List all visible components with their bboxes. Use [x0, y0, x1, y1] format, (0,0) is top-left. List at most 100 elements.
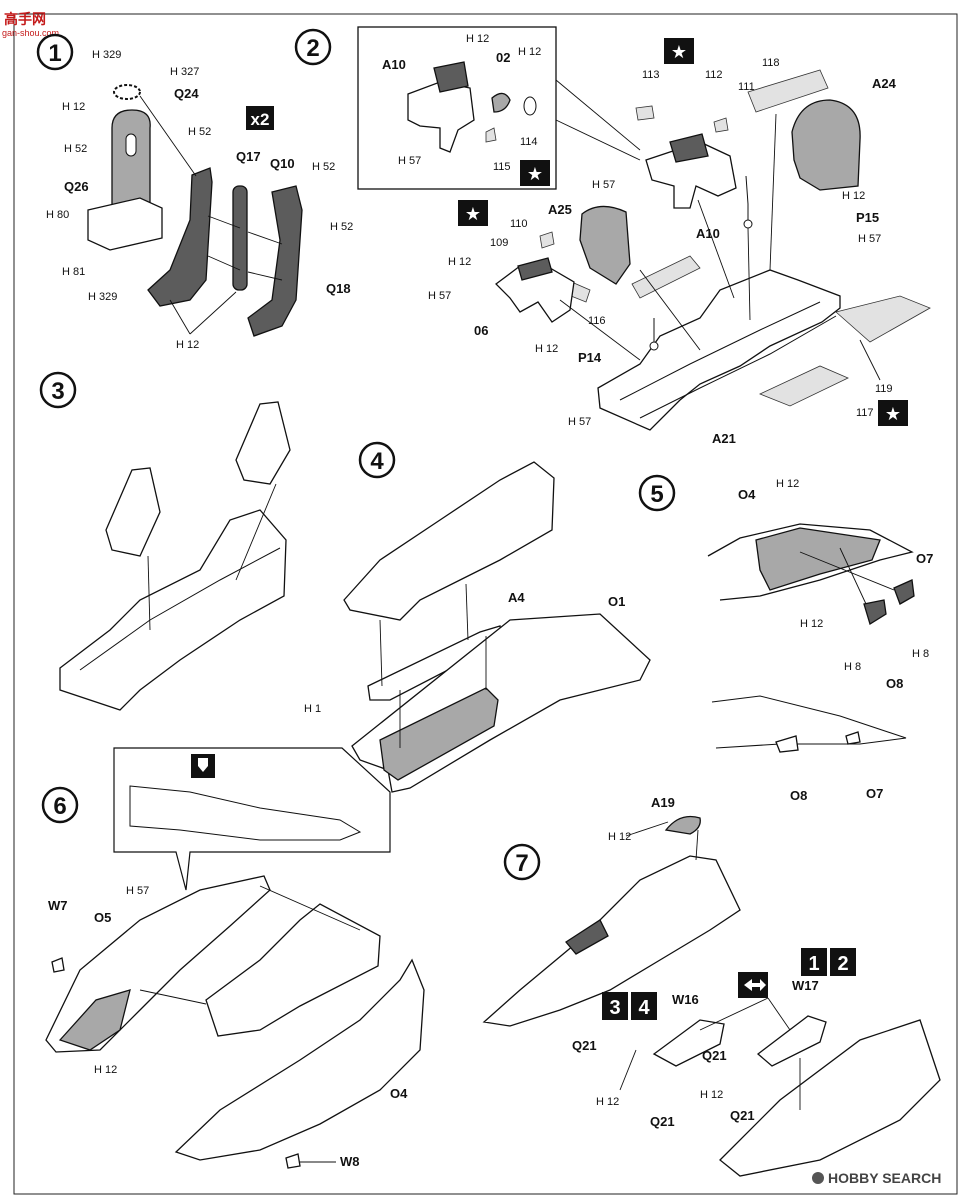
- part-o8: [863, 599, 887, 626]
- label-h12a: H 12: [466, 33, 489, 45]
- watermark-sub: gan-shou.com: [2, 28, 59, 38]
- decal-113: [635, 105, 655, 121]
- inset-star: ★: [527, 164, 543, 185]
- label-a21: A21: [712, 431, 736, 446]
- label-q21d: Q21: [730, 1108, 755, 1123]
- label-q18: Q18: [326, 281, 351, 296]
- label-h12a: H 12: [62, 101, 85, 113]
- watermark-main: 高手网: [4, 11, 46, 27]
- label-d119: 119: [875, 383, 893, 395]
- multiplier-badge: [246, 106, 274, 130]
- label-h12b: H 12: [518, 46, 541, 58]
- step-6-callout: [113, 747, 391, 891]
- label-a10b: A10: [696, 226, 720, 241]
- label-h57a: H 57: [398, 155, 421, 167]
- inset-decal-115: [485, 127, 497, 143]
- label-d112: 112: [705, 69, 723, 81]
- label-o7a: O7: [916, 551, 933, 566]
- hobby-search-logo: HOBBY SEARCH: [812, 1170, 941, 1186]
- label-o4: O4: [390, 1086, 408, 1101]
- label-a25: A25: [548, 202, 572, 217]
- label-o5: O5: [94, 910, 111, 925]
- step-6-number: 6: [53, 793, 66, 820]
- seat-rod-q10: [232, 185, 248, 291]
- double-arrow-icon: [744, 979, 766, 991]
- label-o6: 06: [474, 323, 488, 338]
- label-o7b: O7: [866, 786, 883, 801]
- star-right: ★: [885, 404, 901, 425]
- label-a4: A4: [508, 590, 525, 605]
- star-badge-right: [878, 400, 908, 426]
- label-h12a: H 12: [608, 831, 631, 843]
- label-h12: H 12: [94, 1064, 117, 1076]
- label-q26: Q26: [64, 179, 89, 194]
- inset-decal-114: [523, 96, 537, 116]
- label-h12c: H 12: [842, 190, 865, 202]
- logo-mark-icon: [812, 1172, 824, 1184]
- star-badge-top: [664, 38, 694, 64]
- label-h52d: H 52: [330, 221, 353, 233]
- step-7: 7 1 2 3 4 A19 H 12 W16 W17 Q21 Q21 H 12 …: [482, 795, 941, 1177]
- step-5: 5 O4 H 12 O7 H 12 H 8 H 8 O8 O8 O7: [638, 474, 933, 803]
- label-h8b: H 8: [844, 661, 861, 673]
- step-7-number: 7: [515, 850, 528, 877]
- step-2-number: 2: [306, 35, 319, 62]
- label-q21b: Q21: [702, 1048, 727, 1063]
- harness-ring-q24: [113, 84, 141, 100]
- label-h329a: H 329: [92, 49, 121, 61]
- panel-a10-hood: [669, 133, 709, 163]
- label-h12b: H 12: [800, 618, 823, 630]
- label-h81: H 81: [62, 266, 85, 278]
- step-5-number: 5: [650, 481, 663, 508]
- label-w7: W7: [48, 898, 68, 913]
- label-q10: Q10: [270, 156, 295, 171]
- step-1-badge: [36, 33, 74, 71]
- step-1: 1 x2 H 329 H 327 H 12 Q24 H 52 H 52 Q17 …: [36, 33, 353, 351]
- label-h12: H 12: [776, 478, 799, 490]
- page-border: [13, 13, 958, 1195]
- stick-p15: [745, 175, 749, 222]
- part-o7: [893, 579, 915, 605]
- label-q24: Q24: [174, 86, 199, 101]
- step-3-seat-front: [235, 401, 291, 485]
- step-6-tub: [205, 903, 381, 1037]
- variant-3: 3: [609, 997, 620, 1019]
- inset-hood: [433, 61, 469, 93]
- decal-116: [631, 255, 701, 299]
- label-h12c: H 12: [700, 1089, 723, 1101]
- variant-badge-4: [631, 992, 657, 1020]
- step-4-number: 4: [370, 448, 384, 475]
- label-q21a: Q21: [572, 1038, 597, 1053]
- step-6-badge: [41, 786, 79, 824]
- label-d113: 113: [642, 69, 660, 81]
- label-p15: P15: [856, 210, 879, 225]
- label-h52a: H 52: [188, 126, 211, 138]
- step-1-number: 1: [48, 40, 61, 67]
- label-d109: 109: [490, 237, 508, 249]
- step-4-tub: [343, 461, 555, 621]
- star-badge-left: [458, 200, 488, 226]
- label-p14: P14: [578, 350, 602, 365]
- label-w17: W17: [792, 978, 819, 993]
- label-h52b: H 52: [64, 143, 87, 155]
- variant-badge-2: [830, 948, 856, 976]
- step-3-seat-rear: [105, 467, 161, 557]
- label-w8: W8: [340, 1154, 360, 1169]
- step-2-badge: [294, 28, 332, 66]
- seat-side-q18: [247, 185, 303, 337]
- step-2: 2 ★ A10 H 12 02 H 12 H 57 114 115 ★ ★ ★: [294, 26, 931, 446]
- label-h327: H 327: [170, 66, 199, 78]
- part-w16: [652, 1019, 725, 1067]
- label-d116: 116: [588, 315, 606, 327]
- step-3-tub: [59, 509, 287, 711]
- decal-117: [758, 365, 849, 407]
- label-h57e: H 57: [568, 416, 591, 428]
- variant-1: 1: [808, 953, 819, 975]
- label-h12d: H 12: [448, 256, 471, 268]
- part-o5-interior: [58, 989, 131, 1051]
- label-h8a: H 8: [912, 648, 929, 660]
- label-h329b: H 329: [88, 291, 117, 303]
- decal-119: [835, 295, 931, 343]
- step-3: 3: [39, 371, 291, 711]
